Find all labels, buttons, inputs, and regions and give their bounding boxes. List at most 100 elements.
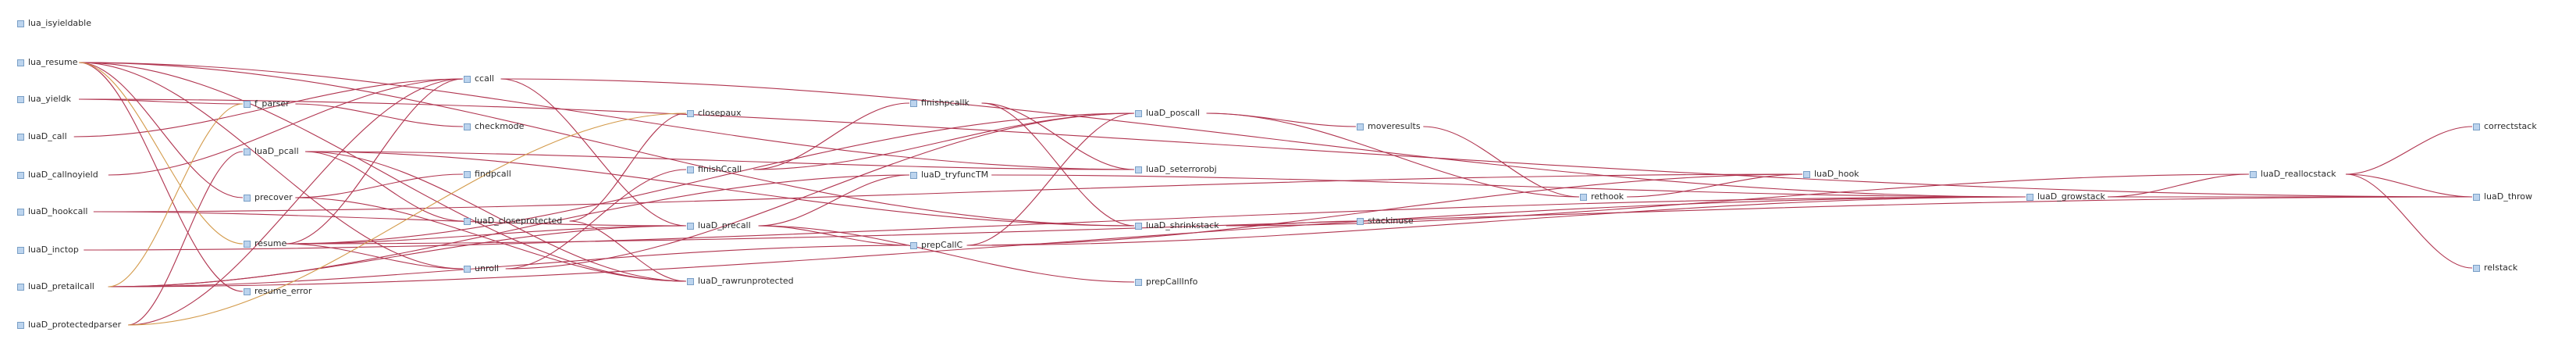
node-label: moveresults: [1368, 121, 1421, 131]
edge-lua_resume-to-luaD_rawrunprotected: [78, 62, 687, 282]
edge-ccall-to-resume: [285, 78, 464, 245]
edge-finishCcall-to-luaD_poscall: [753, 112, 1135, 170]
node-label: correctstack: [2484, 121, 2537, 131]
edge-luaD_precall-to-luaD_hookcall: [93, 211, 687, 227]
node-luad-precall[interactable]: luaD_precall: [687, 220, 751, 231]
node-label: luaD_hook: [1814, 169, 1859, 179]
edge-luaD_pcall-to-luaD_shrinkstack: [304, 151, 1135, 227]
node-luad-protectedparser[interactable]: luaD_protectedparser: [17, 320, 121, 330]
edge-luaD_inctop-to-luaD_growstack: [84, 196, 2026, 251]
function-node-icon: [17, 208, 24, 216]
node-lua-resume[interactable]: lua_resume: [17, 57, 78, 68]
node-moveresults[interactable]: moveresults: [1357, 121, 1421, 132]
function-node-icon: [1803, 170, 1810, 178]
node-luad-pretailcall[interactable]: luaD_pretailcall: [17, 281, 94, 292]
node-precover[interactable]: precover: [244, 192, 293, 203]
node-findpcall[interactable]: findpcall: [464, 169, 511, 180]
node-label: luaD_seterrorobj: [1146, 164, 1217, 174]
node-relstack[interactable]: relstack: [2473, 262, 2517, 273]
node-label: luaD_reallocstack: [2261, 169, 2336, 179]
node-unroll[interactable]: unroll: [464, 263, 499, 274]
function-node-icon: [910, 241, 917, 249]
node-luad-seterrorobj[interactable]: luaD_seterrorobj: [1135, 164, 1217, 175]
node-label: resume: [254, 238, 287, 248]
node-prepcallinfo[interactable]: prepCallInfo: [1135, 277, 1197, 288]
node-label: ccall: [475, 73, 494, 84]
node-label: checkmode: [475, 121, 525, 131]
node-label: finishCcall: [698, 164, 742, 174]
node-lua-isyieldable[interactable]: lua_isyieldable: [17, 18, 91, 29]
function-node-icon: [1135, 109, 1142, 117]
node-label: luaD_pcall: [254, 146, 299, 156]
node-luad-pcall[interactable]: luaD_pcall: [244, 146, 299, 157]
node-luad-inctop[interactable]: luaD_inctop: [17, 245, 79, 255]
function-node-icon: [1135, 278, 1142, 286]
node-label: luaD_hookcall: [28, 206, 88, 216]
edge-luaD_protectedparser-to-luaD_pcall: [127, 151, 244, 326]
function-node-icon: [464, 75, 471, 83]
node-resume-error[interactable]: resume_error: [244, 286, 311, 297]
node-lua-yieldk[interactable]: lua_yieldk: [17, 94, 71, 105]
node-label: lua_yieldk: [28, 94, 72, 104]
node-luad-shrinkstack[interactable]: luaD_shrinkstack: [1135, 220, 1219, 231]
edge-luaD_pcall-to-luaD_closeprotected: [304, 151, 464, 222]
node-luad-growstack[interactable]: luaD_growstack: [2026, 191, 2105, 202]
edge-ccall-to-luaD_growstack: [500, 78, 2026, 198]
node-ccall[interactable]: ccall: [464, 73, 494, 84]
node-luad-hook[interactable]: luaD_hook: [1803, 169, 1859, 180]
node-label: closepaux: [698, 108, 742, 118]
node-label: stackinuse: [1368, 216, 1414, 226]
node-checkmode[interactable]: checkmode: [464, 121, 524, 132]
function-node-icon: [687, 277, 694, 285]
edge-luaD_tryfuncTM-to-luaD_growstack: [991, 174, 2026, 198]
edge-luaD_poscall-to-rethook: [1206, 112, 1580, 198]
node-luad-poscall[interactable]: luaD_poscall: [1135, 108, 1200, 119]
function-node-icon: [464, 170, 471, 178]
node-label: luaD_tryfuncTM: [921, 170, 989, 180]
edge-lua_resume-to-resume_error: [78, 62, 244, 292]
function-node-icon: [2473, 264, 2480, 272]
edge-rethook-to-luaD_hook: [1627, 173, 1803, 198]
node-label: rethook: [1591, 191, 1624, 202]
node-rethook[interactable]: rethook: [1580, 191, 1624, 202]
edge-luaD_reallocstack-to-relstack: [2346, 173, 2473, 269]
node-luad-callnoyield[interactable]: luaD_callnoyield: [17, 170, 98, 180]
node-luad-closeprotected[interactable]: luaD_closeprotected: [464, 216, 562, 227]
edge-prepCallInfo_prepC-to-luaD_hook: [966, 173, 1803, 246]
edge-finishpcallk-to-luaD_shrinkstack: [981, 102, 1135, 227]
function-node-icon: [244, 148, 251, 155]
edge-lua_resume-to-luaD_seterrorobj: [78, 62, 1135, 170]
edge-luaD_shrinkstack-to-luaD_reallocstack: [1226, 173, 2250, 227]
node-correctstack[interactable]: correctstack: [2473, 121, 2537, 132]
node-luad-call[interactable]: luaD_call: [17, 131, 67, 142]
node-finishpcallk[interactable]: finishpcallk: [910, 98, 970, 109]
edge-ccall-to-luaD_precall: [500, 78, 687, 227]
edge-luaD_precall-to-luaD_tryfuncTM: [758, 174, 910, 227]
function-node-icon: [2473, 193, 2480, 201]
node-luad-tryfunctm[interactable]: luaD_tryfuncTM: [910, 170, 988, 180]
node-closepaux[interactable]: closepaux: [687, 108, 742, 119]
node-finishccall[interactable]: finishCcall: [687, 164, 742, 175]
edge-luaD_pretailcall-to-f_parser: [108, 103, 244, 288]
function-node-icon: [1135, 222, 1142, 230]
edge-luaD_pretailcall-to-prepCallInfo_prepC: [108, 245, 910, 288]
function-node-icon: [464, 123, 471, 130]
node-label: luaD_call: [28, 131, 67, 141]
function-node-icon: [244, 240, 251, 248]
node-luad-rawrunprotected[interactable]: luaD_rawrunprotected: [687, 276, 794, 287]
node-luad-throw[interactable]: luaD_throw: [2473, 191, 2532, 202]
edge-luaD_closeprotected-to-closepaux: [569, 112, 687, 222]
function-node-icon: [17, 20, 24, 27]
function-node-icon: [17, 283, 24, 291]
node-f-parser[interactable]: f_parser: [244, 98, 290, 109]
node-resume[interactable]: resume: [244, 238, 286, 249]
node-luad-reallocstack[interactable]: luaD_reallocstack: [2250, 169, 2336, 180]
node-label: prepCallC: [921, 240, 963, 250]
node-prepcallinfo-prepc[interactable]: prepCallC: [910, 240, 962, 251]
node-label: luaD_rawrunprotected: [698, 276, 794, 286]
node-stackinuse[interactable]: stackinuse: [1357, 216, 1414, 227]
node-luad-hookcall[interactable]: luaD_hookcall: [17, 206, 87, 217]
node-label: luaD_shrinkstack: [1146, 220, 1219, 230]
edge-resume-to-luaD_poscall: [285, 112, 1135, 245]
